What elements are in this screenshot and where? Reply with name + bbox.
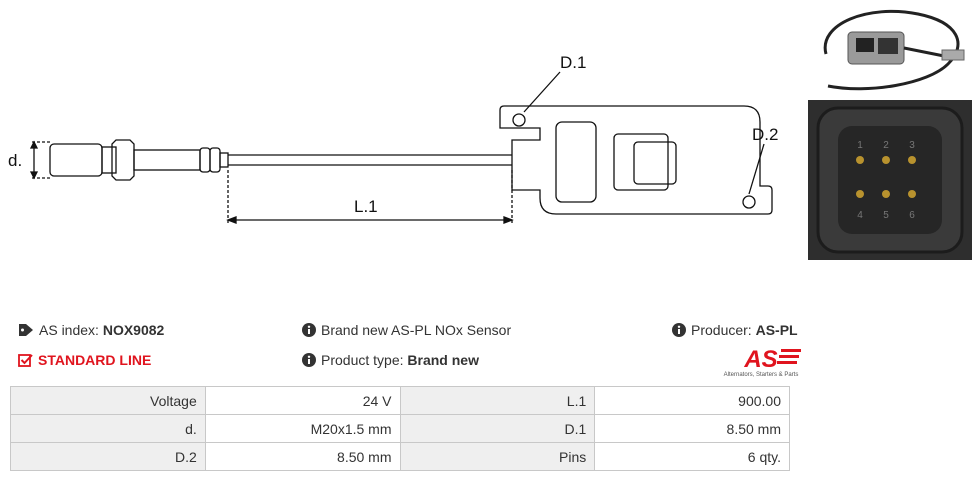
spec-key: Voltage (10, 386, 206, 415)
description-text: Brand new AS-PL NOx Sensor (321, 322, 512, 338)
sensor-tip (49, 143, 103, 177)
label-l1: L.1 (354, 197, 378, 216)
sensor-thread (101, 146, 117, 174)
product-type: Product type: Brand new (302, 352, 479, 368)
spec-key: L.1 (399, 386, 596, 415)
info-icon (302, 323, 316, 337)
producer-label: Producer: (691, 322, 752, 338)
table-row: D.2 8.50 mm Pins 6 qty. (10, 442, 790, 471)
spec-value: 8.50 mm (594, 414, 790, 443)
spec-value: 24 V (204, 386, 401, 415)
sensor-hex-nut (111, 139, 135, 181)
table-row: Voltage 24 V L.1 900.00 (10, 386, 790, 415)
producer: Producer: AS-PL (672, 322, 798, 338)
control-module (499, 105, 773, 215)
standard-line: STANDARD LINE (18, 352, 151, 368)
spec-key: Pins (399, 442, 596, 471)
label-d2: D.2 (752, 125, 778, 144)
connector-left (555, 121, 597, 203)
pin-label: 1 (857, 140, 863, 151)
connector-photo: 1 2 3 4 5 6 (808, 100, 972, 260)
label-d1: D.1 (560, 53, 586, 72)
label-d: d. (8, 151, 22, 170)
sensor-body (133, 149, 201, 171)
product-photo (808, 4, 972, 98)
product-type-label: Product type: (321, 352, 404, 368)
pin-label: 2 (883, 140, 889, 151)
pin (882, 190, 890, 198)
check-square-icon (18, 354, 33, 367)
info-icon (672, 323, 686, 337)
pin (882, 156, 890, 164)
pin (908, 156, 916, 164)
pin (856, 190, 864, 198)
connector-right (613, 133, 669, 191)
info-icon (302, 353, 316, 367)
as-pl-logo: AS Alternators, Starters & Parts (724, 346, 801, 378)
tag-icon (19, 324, 33, 336)
as-index-value: NOX9082 (102, 322, 165, 338)
pin (908, 190, 916, 198)
product-type-value: Brand new (407, 352, 479, 368)
product-description: Brand new AS-PL NOx Sensor (302, 322, 511, 338)
pin (856, 156, 864, 164)
pin-label: 6 (909, 210, 915, 221)
pin-label: 3 (909, 140, 915, 151)
spec-value: 6 qty. (594, 442, 790, 471)
spec-value: 900.00 (594, 386, 790, 415)
table-row: d. M20x1.5 mm D.1 8.50 mm (10, 414, 790, 443)
logo-text: AS (743, 346, 777, 373)
logo-subtitle: Alternators, Starters & Parts (724, 372, 799, 378)
mount-hole-d1 (512, 113, 526, 127)
standard-line-label: STANDARD LINE (38, 352, 152, 368)
producer-value: AS-PL (755, 322, 798, 338)
spec-key: d. (10, 414, 206, 443)
spec-value: M20x1.5 mm (204, 414, 401, 443)
spec-table: Voltage 24 V L.1 900.00 d. M20x1.5 mm D.… (10, 386, 790, 471)
spec-value: 8.50 mm (204, 442, 401, 471)
technical-drawing: d. L.1 D.1 D.2 (8, 53, 778, 224)
mount-hole-d2 (742, 195, 756, 209)
as-index: AS index: NOX9082 (18, 322, 164, 338)
pin-label: 5 (883, 210, 889, 221)
spec-key: D.1 (399, 414, 596, 443)
pin-label: 4 (857, 210, 863, 221)
as-index-label: AS index: (39, 322, 99, 338)
spec-key: D.2 (10, 442, 206, 471)
